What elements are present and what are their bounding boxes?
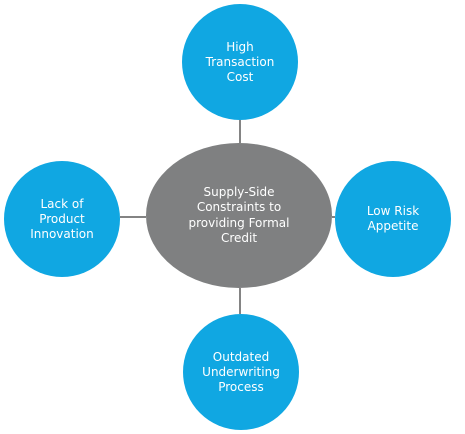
node-supply-side-constraints: Supply-Side Constraints to providing For… [146, 143, 332, 288]
node-label: Outdated Underwriting Process [202, 349, 280, 394]
node-label: Lack of Product Innovation [30, 196, 94, 241]
node-outdated-underwriting-process: Outdated Underwriting Process [183, 314, 299, 430]
node-high-transaction-cost: High Transaction Cost [182, 4, 298, 120]
node-label: High Transaction Cost [205, 39, 275, 84]
node-low-risk-appetite: Low Risk Appetite [335, 161, 451, 277]
node-lack-of-product-innovation: Lack of Product Innovation [4, 161, 120, 277]
node-label: Low Risk Appetite [366, 204, 420, 233]
center-label: Supply-Side Constraints to providing For… [188, 184, 290, 246]
